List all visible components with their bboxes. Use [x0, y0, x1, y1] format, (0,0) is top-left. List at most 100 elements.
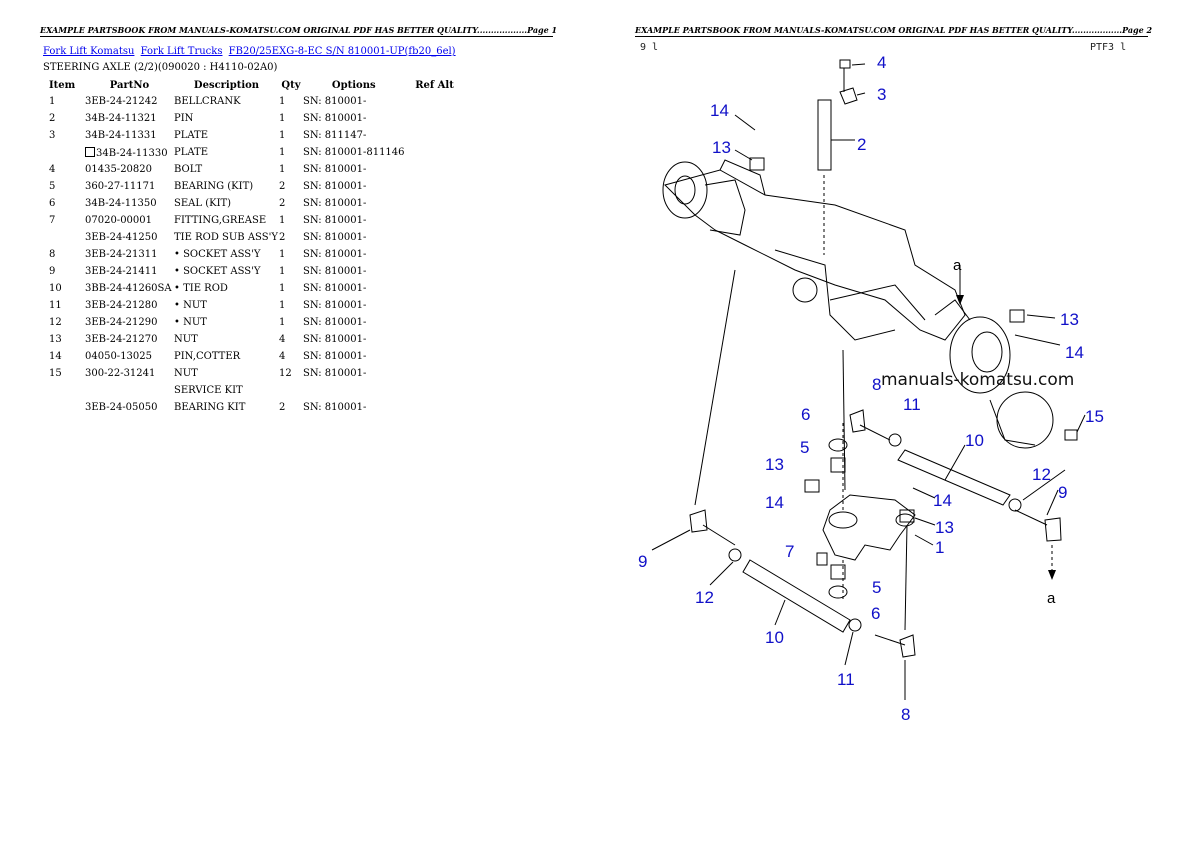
cell-item-text: 9: [49, 266, 56, 277]
cell-description-text: BEARING (KIT): [174, 181, 254, 192]
cell-options: SN: 810001-: [303, 331, 405, 348]
cell-description: FITTING,GREASE: [174, 212, 279, 229]
cell-options-text: SN: 810001-: [303, 113, 367, 124]
cell-options: [303, 382, 405, 399]
cell-partno-text: 3EB-24-21242: [85, 96, 158, 107]
cell-qty-text: 1: [279, 317, 286, 328]
cell-options-text: SN: 810001-: [303, 283, 367, 294]
cell-partno: 3EB-24-21290: [85, 314, 174, 331]
callout-4: 4: [877, 53, 886, 72]
cell-options: SN: 810001-: [303, 314, 405, 331]
cell-description-text: FITTING,GREASE: [174, 215, 267, 226]
cell-options-text: SN: 810001-: [303, 334, 367, 345]
breadcrumb-link-model[interactable]: FB20/25EXG-8-EC S/N 810001-UP(fb20_6el): [228, 46, 456, 57]
cell-item-text: 7: [49, 215, 56, 226]
tie-rod-left: [742, 559, 851, 633]
cell-qty: 1: [279, 93, 303, 110]
callout-13: 13: [935, 518, 954, 537]
table-row: 12 3EB-24-21290• NUT 1 SN: 810001-: [43, 314, 465, 331]
cell-qty-text: 1: [279, 215, 286, 226]
cell-description: • TIE ROD: [174, 280, 279, 297]
cell-description-text: PIN,COTTER: [174, 351, 241, 362]
cell-qty-text: 2: [279, 402, 286, 413]
column-header-qty: Qty: [281, 79, 301, 91]
callout-11: 11: [903, 395, 921, 414]
cell-qty: 2: [279, 195, 303, 212]
callout-12: 12: [695, 588, 714, 607]
cell-ref-alt: [405, 144, 465, 161]
callout-8: 8: [901, 705, 910, 724]
callout-13: 13: [712, 138, 731, 157]
cell-qty-text: 1: [279, 249, 286, 260]
diagram-corner-label-right: PTF3 l: [1090, 42, 1127, 53]
cell-partno: 360-27-11171: [85, 178, 174, 195]
cell-partno: 04050-13025: [85, 348, 174, 365]
arrow-a-top: [956, 295, 964, 305]
cell-partno-text: 3EB-24-21270: [85, 334, 158, 345]
column-header-options: Options: [331, 79, 376, 91]
cell-item-text: 14: [49, 351, 62, 362]
callout-labels: 4 3 14 13 2 a 13 14 8 11 6 15 10 5 13 12…: [638, 53, 1104, 724]
cell-item: 15: [43, 365, 85, 382]
table-row: SERVICE KIT: [43, 382, 465, 399]
column-header-ref-alt: Ref Alt: [415, 79, 454, 91]
callout-7: 7: [785, 542, 794, 561]
cell-ref-alt: [405, 314, 465, 331]
breadcrumb-link-fork-lift-komatsu[interactable]: Fork Lift Komatsu: [43, 46, 135, 57]
left-hub: [662, 161, 708, 219]
cell-description-text: BELLCRANK: [174, 96, 241, 107]
bolt: [839, 59, 851, 92]
cell-ref-alt: [405, 161, 465, 178]
pin: [817, 99, 832, 171]
cell-partno-text: 3EB-24-41250: [85, 232, 158, 243]
column-header-item: Item: [49, 79, 76, 91]
cell-partno: 34B-24-11321: [85, 110, 174, 127]
callout-9: 9: [1058, 483, 1067, 502]
cell-item: 12: [43, 314, 85, 331]
cell-qty: 1: [279, 263, 303, 280]
cell-item-text: 15: [49, 368, 62, 379]
cell-description: • SOCKET ASS'Y: [174, 263, 279, 280]
nut: [1008, 498, 1022, 512]
cell-options-text: SN: 810001-: [303, 198, 367, 209]
cell-item: [43, 382, 85, 399]
cell-options: SN: 810001-: [303, 195, 405, 212]
cell-partno-text: 34B-24-11330: [96, 147, 168, 159]
bearing: [830, 564, 846, 580]
page-header: EXAMPLE PARTSBOOK FROM MANUALS-KOMATSU.C…: [635, 25, 1153, 37]
cell-qty-text: 4: [279, 334, 286, 345]
callout-11: 11: [837, 670, 855, 689]
cell-options: SN: 810001-: [303, 348, 405, 365]
cell-ref-alt: [405, 382, 465, 399]
cell-ref-alt: [405, 229, 465, 246]
cell-options: SN: 810001-: [303, 246, 405, 263]
cell-description-text: NUT: [174, 334, 198, 345]
cell-partno: 300-22-31241: [85, 365, 174, 382]
callout-13: 13: [1060, 310, 1079, 329]
diagram-linework: [651, 59, 1086, 700]
cell-partno: 3EB-24-41250: [85, 229, 174, 246]
callout-6: 6: [801, 405, 810, 424]
cell-qty: 4: [279, 348, 303, 365]
cell-partno-text: 3BB-24-41260SA: [85, 283, 172, 294]
breadcrumb-link-fork-lift-trucks[interactable]: Fork Lift Trucks: [140, 46, 223, 57]
arrow-a: [1048, 570, 1056, 580]
cell-item-text: 2: [49, 113, 56, 124]
watermark-text: manuals-komatsu.com: [881, 370, 1075, 390]
cell-item-text: 12: [49, 317, 62, 328]
cell-options-text: SN: 810001-: [303, 266, 367, 277]
cell-partno-text: 360-27-11171: [85, 181, 156, 192]
cell-description-text: • NUT: [174, 317, 207, 328]
cell-qty-text: 1: [279, 96, 286, 107]
cell-description: NUT: [174, 365, 279, 382]
cell-item: 5: [43, 178, 85, 195]
cell-qty-text: 1: [279, 113, 286, 124]
cell-partno-text: 34B-24-11331: [85, 130, 157, 141]
